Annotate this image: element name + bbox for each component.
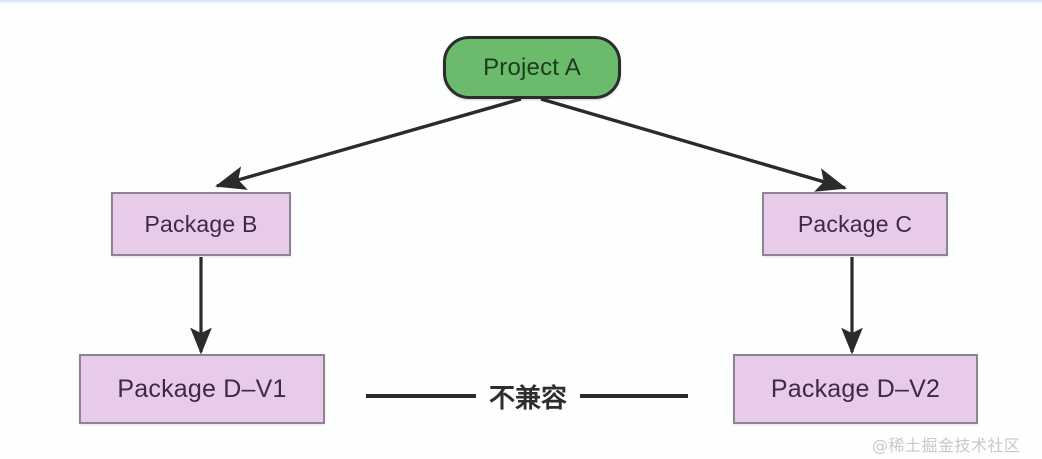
- incompatible-edge-label: 不兼容: [476, 378, 580, 414]
- node-package-d-v1[interactable]: Package D–V1: [79, 354, 325, 424]
- node-package-d-v2-label: Package D–V2: [770, 374, 941, 403]
- node-project-a-label: Project A: [483, 53, 581, 81]
- edge-project-a-to-package-c: [540, 97, 847, 192]
- node-package-d-v1-label: Package D–V1: [117, 374, 287, 403]
- node-package-b-label: Package B: [144, 210, 258, 237]
- node-package-c-label: Package C: [797, 210, 913, 237]
- node-package-c[interactable]: Package C: [762, 192, 948, 256]
- watermark: @稀土掘金技术社区: [872, 436, 1021, 455]
- node-package-b[interactable]: Package B: [111, 192, 291, 256]
- node-project-a[interactable]: Project A: [443, 36, 621, 99]
- edge-project-a-to-package-b: [215, 97, 522, 190]
- node-package-d-v2[interactable]: Package D–V2: [733, 354, 978, 424]
- top-edge-strip: [0, 0, 1042, 4]
